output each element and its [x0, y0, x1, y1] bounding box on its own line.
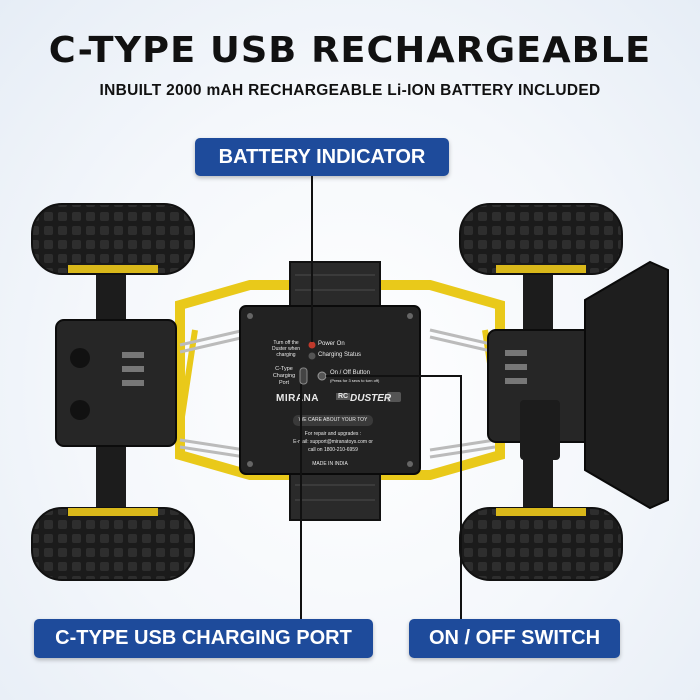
model-label: DUSTER: [350, 393, 392, 404]
page-title: C-TYPE USB RECHARGEABLE: [48, 30, 652, 71]
battery-housing-top: [289, 261, 381, 309]
tire-rear-right: [31, 507, 195, 581]
on-off-hint-label: (Press for 3 secs to turn off): [330, 378, 380, 383]
tire-front-right: [459, 507, 623, 581]
power-switch-button: [317, 371, 327, 381]
charging-led: [308, 352, 316, 360]
charging-status-label: Charging Status: [318, 352, 362, 358]
battery-indicator-callout: BATTERY INDICATOR: [195, 138, 449, 176]
on-off-switch-callout: ON / OFF SWITCH: [409, 619, 620, 658]
on-off-button-label: On / Off Button: [330, 370, 370, 376]
care-banner: WE CARE ABOUT YOUR TOY: [298, 417, 368, 423]
suspension-springs: [179, 328, 496, 459]
switch-leader-horizontal: [326, 375, 462, 377]
usb-leader-line: [300, 384, 302, 620]
usb-c-port: [299, 367, 308, 385]
battery-leader-line: [311, 176, 313, 342]
email-line: E-mail: support@miranatoys.com or: [293, 439, 373, 445]
control-panel: [239, 305, 421, 475]
page-subtitle: INBUILT 2000 mAH RECHARGEABLE Li-ION BAT…: [99, 82, 601, 99]
turn-off-note: Turn off the Duster when charging: [271, 340, 301, 358]
power-led: [308, 341, 316, 349]
phone-line: call on 1800-210-6959: [308, 447, 358, 453]
tire-front-left: [459, 203, 623, 275]
front-bumper: [584, 260, 669, 510]
battery-housing-bottom: [289, 469, 381, 521]
ctype-port-label: C-Type Charging Port: [272, 366, 296, 386]
power-on-label: Power On: [318, 341, 345, 347]
switch-leader-line: [460, 376, 462, 620]
brand-label: MIRANA: [276, 393, 319, 404]
rc-badge: RC: [336, 393, 351, 400]
made-in-label: MADE IN INDIA: [312, 461, 348, 467]
tire-rear-left: [31, 203, 195, 275]
usb-port-callout: C-TYPE USB CHARGING PORT: [34, 619, 373, 658]
rear-gearbox: [55, 319, 177, 447]
repair-line: For repair and upgrades :: [304, 431, 362, 437]
